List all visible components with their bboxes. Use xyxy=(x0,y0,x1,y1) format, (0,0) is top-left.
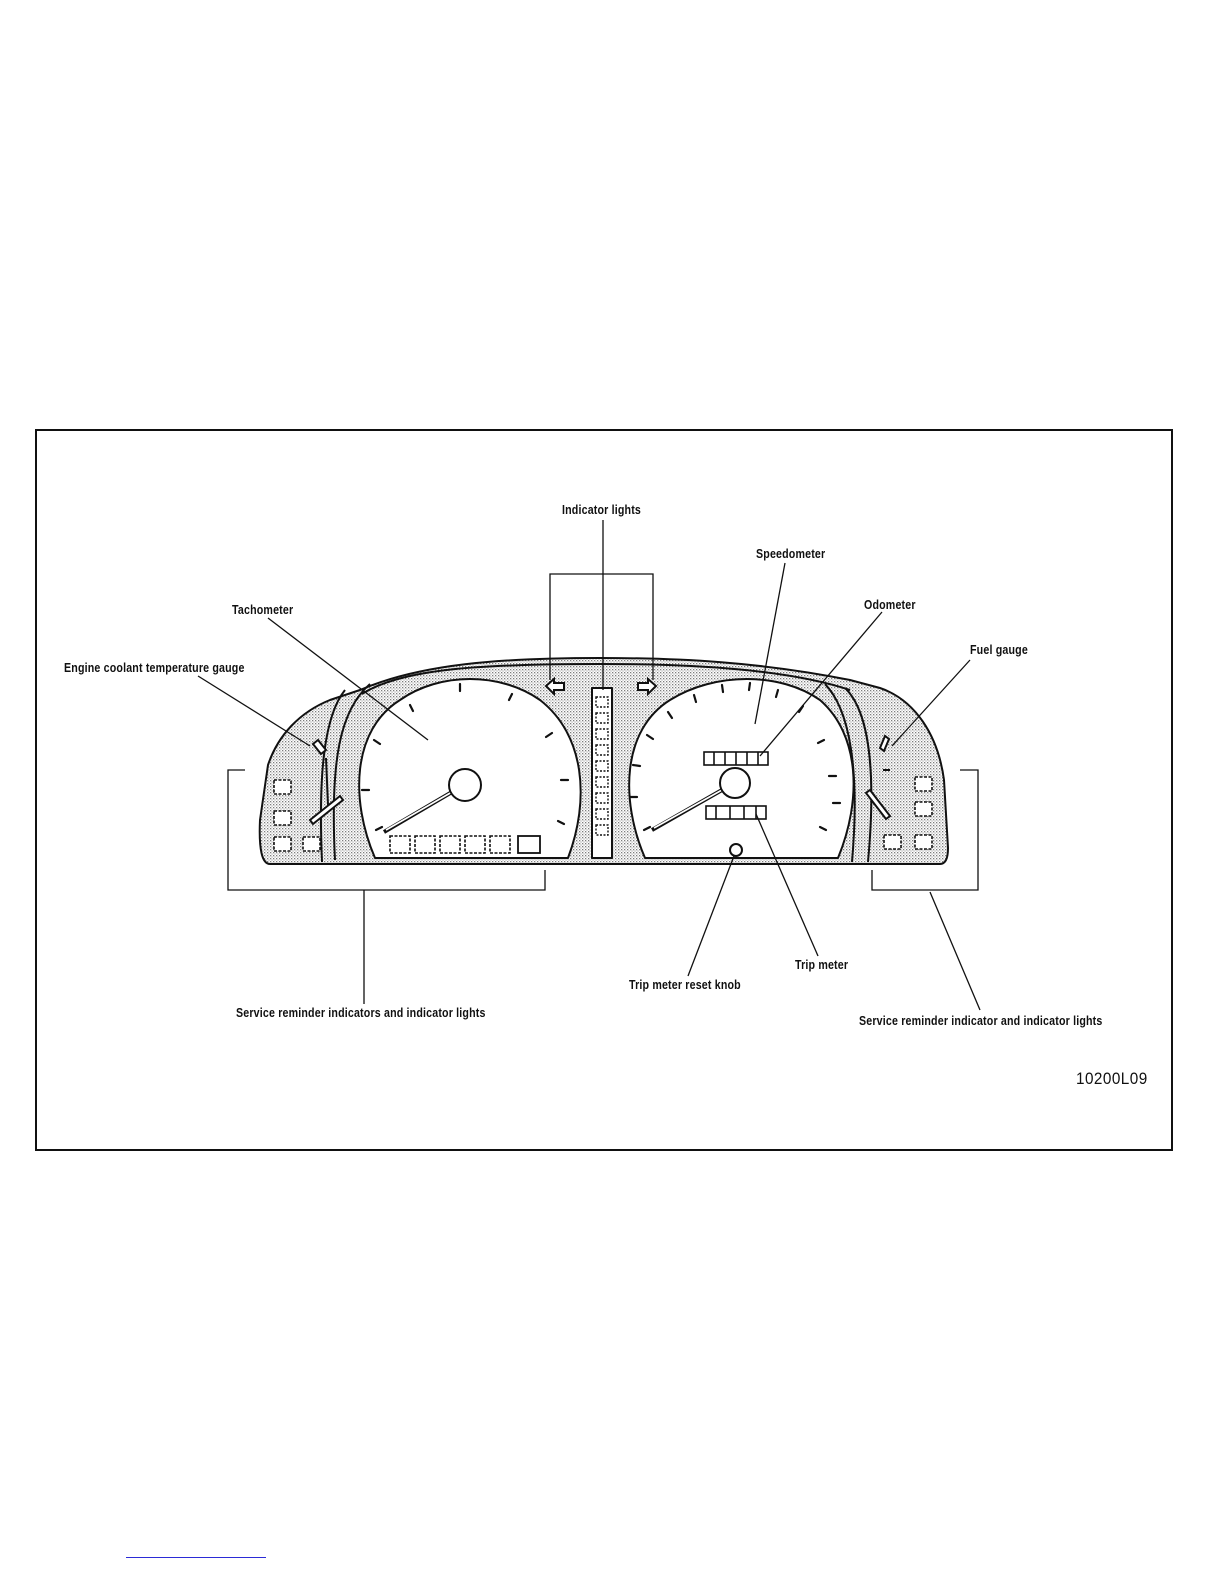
label-service-left: Service reminder indicators and indicato… xyxy=(236,1005,486,1020)
label-trip-meter: Trip meter xyxy=(795,957,848,972)
label-speedometer: Speedometer xyxy=(756,546,825,561)
label-indicator-lights: Indicator lights xyxy=(562,502,641,517)
trip-meter-reset-knob xyxy=(730,844,742,856)
label-fuel-gauge: Fuel gauge xyxy=(970,642,1028,657)
label-service-right: Service reminder indicator and indicator… xyxy=(859,1013,1102,1028)
figure-code: 10200L09 xyxy=(1076,1069,1148,1089)
footer-link-underline[interactable] xyxy=(126,1557,266,1558)
odometer-display xyxy=(704,752,768,765)
label-tachometer: Tachometer xyxy=(232,602,293,617)
speedometer-hub xyxy=(720,768,750,798)
label-trip-meter-reset-knob: Trip meter reset knob xyxy=(629,977,741,992)
indicator-strip xyxy=(592,688,612,858)
label-engine-coolant: Engine coolant temperature gauge xyxy=(64,660,245,675)
tachometer-dial xyxy=(359,679,581,858)
tachometer-hub xyxy=(449,769,481,801)
label-odometer: Odometer xyxy=(864,597,916,612)
